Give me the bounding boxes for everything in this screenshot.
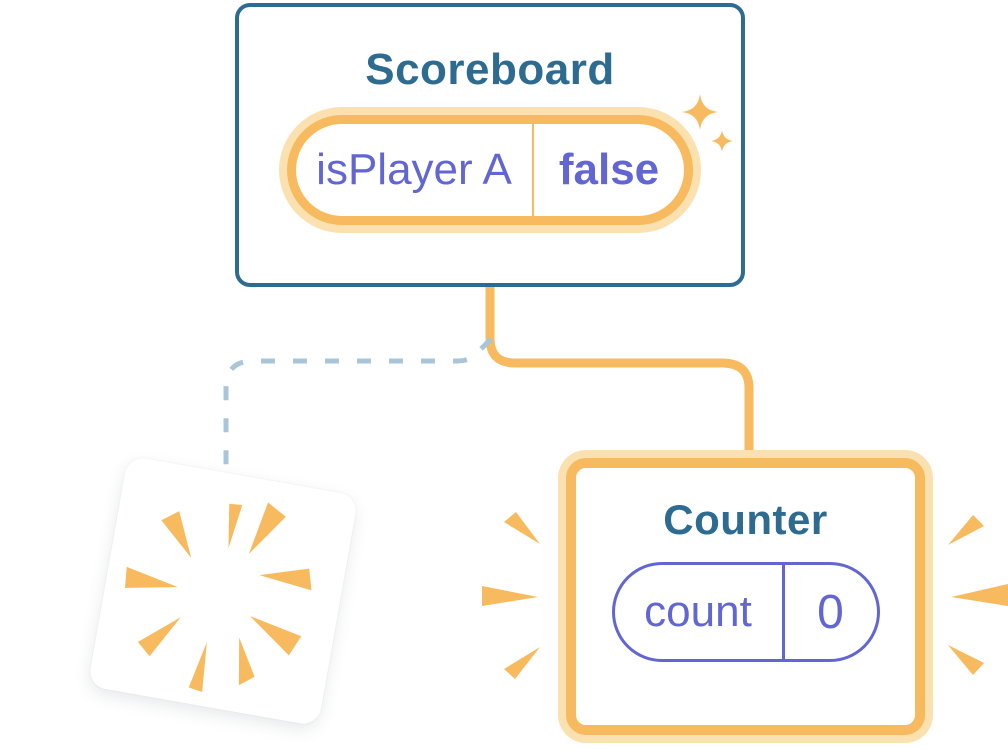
state-value: false xyxy=(558,145,660,194)
scoreboard-state-pill: isPlayer A false xyxy=(287,115,693,225)
pill-divider xyxy=(532,124,534,216)
scoreboard-title: Scoreboard xyxy=(365,45,615,94)
counter-title: Counter xyxy=(663,496,828,543)
removed-component-card xyxy=(87,455,359,727)
state-label: isPlayer A xyxy=(316,145,512,194)
dashed-connector-line xyxy=(223,337,493,470)
counter-state-pill: count 0 xyxy=(611,562,880,662)
solid-connector-line xyxy=(485,287,754,454)
state-label: count xyxy=(644,587,752,636)
emphasis-dashes-right-icon xyxy=(948,515,1008,675)
pill-divider xyxy=(781,565,785,659)
scoreboard-component-card: Scoreboard isPlayer A false xyxy=(235,3,745,287)
poof-burst-icon xyxy=(125,502,312,692)
counter-component-card: Counter count 0 xyxy=(558,450,933,743)
counter-card-inner: Counter count 0 xyxy=(566,458,925,735)
emphasis-dashes-left-icon xyxy=(482,512,540,679)
sparkles-icon xyxy=(682,94,733,152)
state-value: 0 xyxy=(817,585,844,639)
